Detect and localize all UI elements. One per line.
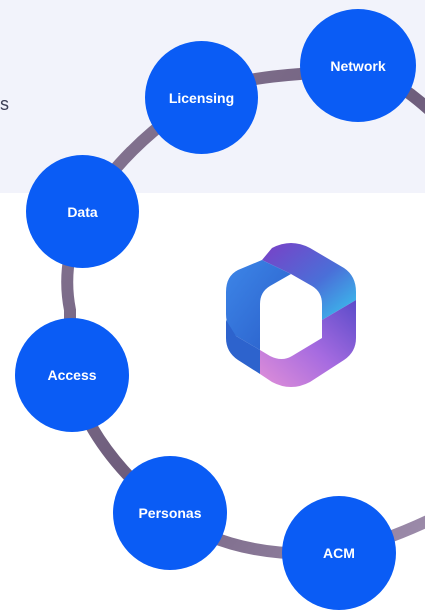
node-access-label: Access xyxy=(47,367,97,383)
node-licensing[interactable]: Licensing xyxy=(145,41,258,154)
node-network-label: Network xyxy=(330,57,386,74)
node-data[interactable]: Data xyxy=(26,155,139,268)
microsoft-365-logo-icon xyxy=(226,243,356,387)
node-personas[interactable]: Personas xyxy=(113,456,227,570)
node-data-label: Data xyxy=(67,203,98,220)
node-personas-label: Personas xyxy=(138,505,202,521)
node-acm[interactable]: ACM xyxy=(282,496,396,610)
node-access[interactable]: Access xyxy=(15,318,129,432)
node-network[interactable]: Network xyxy=(300,9,416,122)
cropped-heading-text: s xyxy=(0,94,9,114)
node-licensing-label: Licensing xyxy=(168,89,235,106)
node-acm-label: ACM xyxy=(323,545,355,561)
